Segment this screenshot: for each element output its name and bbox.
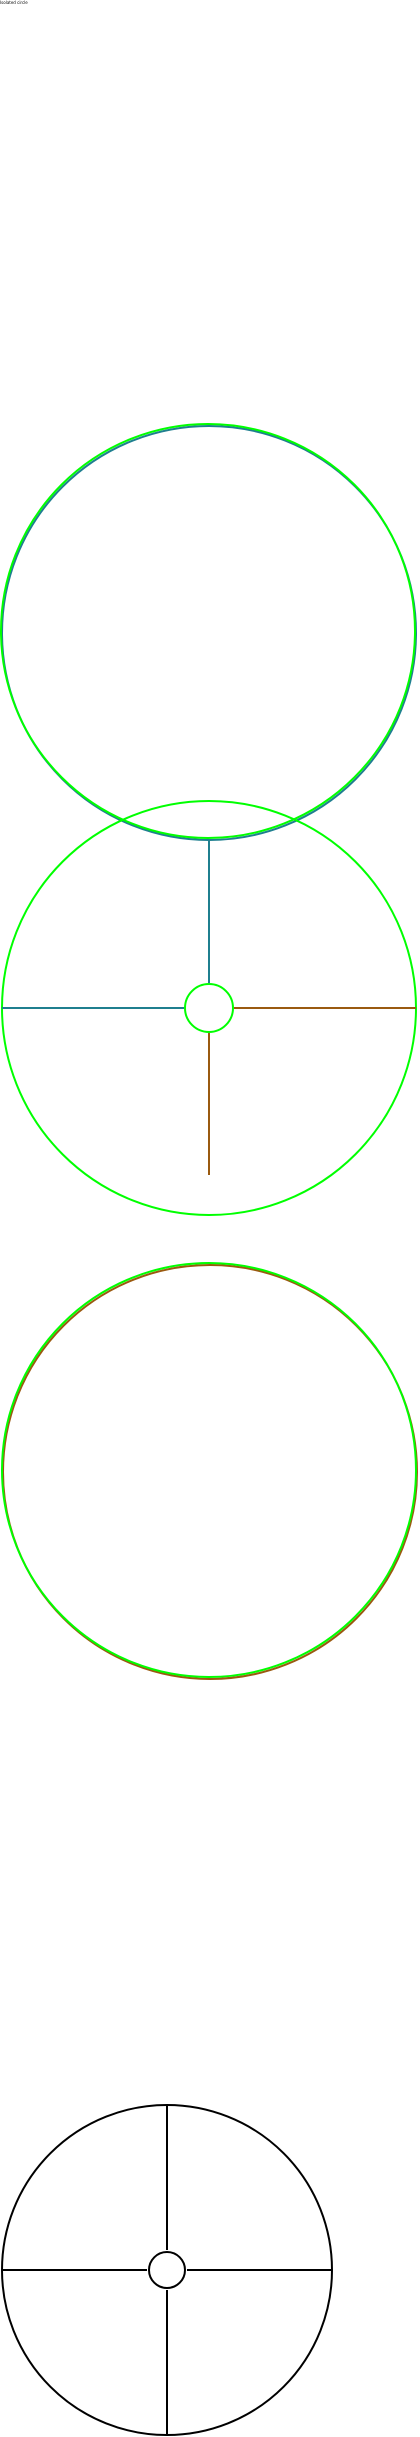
circle-top-outline-primary [0, 423, 416, 839]
circle-top [0, 423, 417, 841]
hub-green [184, 983, 234, 1033]
hub-black [148, 2251, 186, 2289]
circle-bottom [1, 1262, 418, 1680]
circle-bottom-outline-primary [1, 1262, 417, 1678]
circle-crosshair-green [1, 800, 417, 1216]
circle-crosshair-black [1, 2104, 333, 2436]
page-caption: Isolated circle [0, 0, 28, 5]
